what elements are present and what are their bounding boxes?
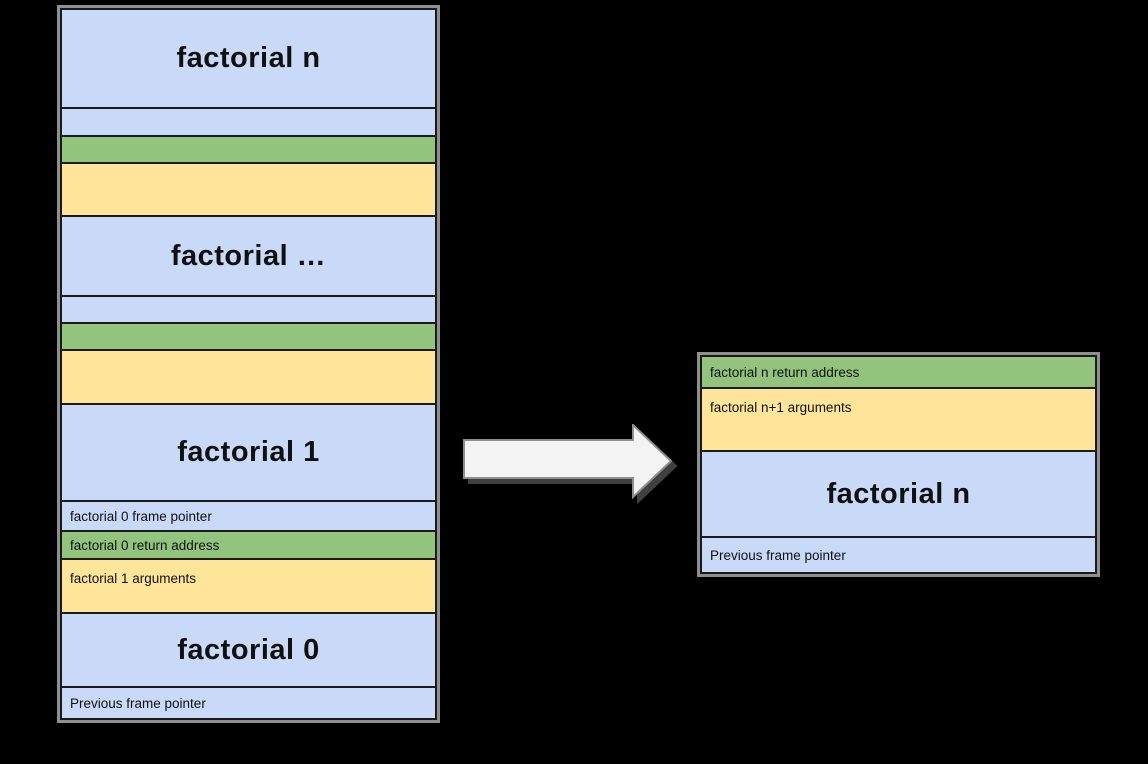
optimized-frame-box: factorial n return address factorial n+1… xyxy=(697,352,1100,577)
stack-row-frame-pointer-empty xyxy=(62,297,435,324)
stack-row-arguments-empty xyxy=(62,164,435,217)
stack-row-factorial-0-return-address: factorial 0 return address xyxy=(62,532,435,560)
stack-row-frame-title-factorial-n: factorial n xyxy=(62,10,435,109)
tco-row-frame-title-factorial-n: factorial n xyxy=(702,452,1095,538)
stack-row-frame-title-factorial-0: factorial 0 xyxy=(62,614,435,688)
tco-row-previous-frame-pointer: Previous frame pointer xyxy=(702,538,1095,572)
stack-row-arguments-empty xyxy=(62,351,435,405)
optimized-frame-rows: factorial n return address factorial n+1… xyxy=(700,355,1097,574)
stack-row-factorial-1-arguments: factorial 1 arguments xyxy=(62,560,435,614)
tco-row-factorial-n-return-address: factorial n return address xyxy=(702,357,1095,389)
right-arrow-icon xyxy=(463,422,673,500)
recursive-call-stack-frames: factorial n factorial … factorial 1 fact… xyxy=(60,8,437,720)
stack-row-frame-title-factorial-1: factorial 1 xyxy=(62,405,435,502)
tco-row-factorial-n-plus-1-arguments: factorial n+1 arguments xyxy=(702,389,1095,452)
stack-row-previous-frame-pointer: Previous frame pointer xyxy=(62,688,435,718)
stack-row-return-address-empty xyxy=(62,137,435,164)
stack-row-factorial-0-frame-pointer: factorial 0 frame pointer xyxy=(62,502,435,532)
stack-row-return-address-empty xyxy=(62,324,435,351)
recursive-call-stack: factorial n factorial … factorial 1 fact… xyxy=(57,5,440,723)
stack-row-frame-title-factorial-dots: factorial … xyxy=(62,217,435,297)
stack-row-frame-pointer-empty xyxy=(62,109,435,137)
